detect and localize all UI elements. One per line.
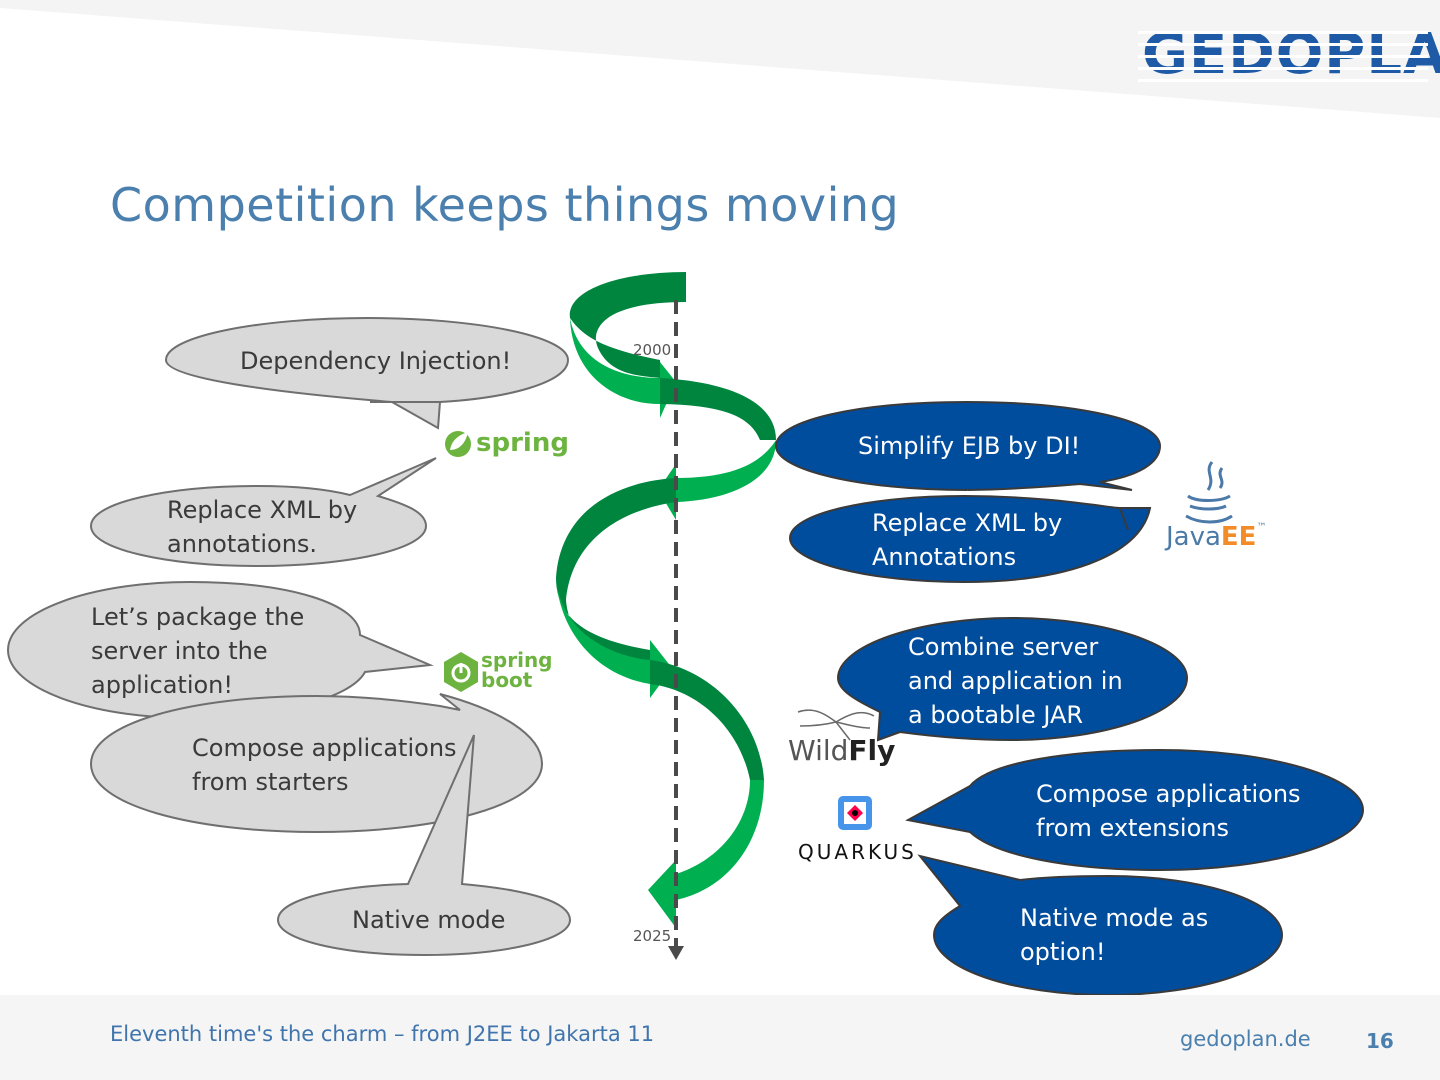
bubble-left-5	[276, 734, 572, 957]
blue-bubbles	[774, 400, 1365, 997]
quarkus-icon	[838, 796, 872, 830]
bubble-left-5-text: Native mode	[352, 906, 506, 934]
bubble-left-1-text: Dependency Injection!	[240, 347, 512, 375]
timeline-end-label: 2025	[633, 927, 672, 945]
bubble-right-2-text: Replace XML by Annotations	[872, 509, 1063, 571]
javaee-logo: JavaEE™	[1166, 522, 1267, 552]
bubble-right-3	[836, 616, 1189, 742]
bubble-right-2	[788, 494, 1152, 584]
page-number: 16	[1366, 1029, 1394, 1053]
footer-site-link[interactable]: gedoplan.de	[1180, 1027, 1311, 1051]
bubble-right-4-text: Compose applications from extensions	[1036, 780, 1301, 842]
coffee-cup-icon	[1185, 461, 1233, 524]
power-icon	[444, 652, 478, 692]
spiral-arrow	[556, 272, 776, 928]
bubble-right-1	[774, 400, 1162, 491]
bubble-right-3-text: Combine server and application in a boot…	[908, 633, 1123, 729]
bubble-left-1	[164, 316, 570, 430]
spring-leaf-icon	[445, 431, 471, 457]
spring-logo: spring	[476, 428, 569, 458]
spring-boot-logo: spring boot	[481, 648, 553, 692]
bubble-left-4-text: Compose applications from starters	[192, 734, 457, 796]
header-wedge	[0, 0, 1440, 118]
bubble-left-2	[89, 457, 437, 568]
bubble-right-1-text: Simplify EJB by DI!	[858, 432, 1081, 460]
bubble-left-2-text: Replace XML by annotations.	[167, 496, 358, 558]
wildfly-logo: WildFly	[788, 734, 896, 767]
bubble-right-5-text: Native mode as option!	[1020, 904, 1209, 966]
timeline-arrowhead	[668, 946, 684, 960]
brand-logo: GEDOPLAN	[1142, 22, 1440, 87]
timeline-start-label: 2000	[633, 341, 672, 359]
bubble-right-5	[917, 854, 1284, 997]
gray-bubbles	[6, 316, 572, 957]
page-title: Competition keeps things moving	[110, 178, 900, 232]
bubble-left-3-text: Let’s package the server into the applic…	[91, 603, 305, 699]
dragonfly-icon	[797, 709, 875, 741]
bubble-left-4	[89, 693, 544, 834]
quarkus-logo: QUARKUS	[798, 840, 917, 864]
footer-band	[0, 995, 1440, 1080]
bubble-right-4	[905, 748, 1365, 872]
footer-text: Eleventh time's the charm – from J2EE to…	[110, 1022, 655, 1046]
